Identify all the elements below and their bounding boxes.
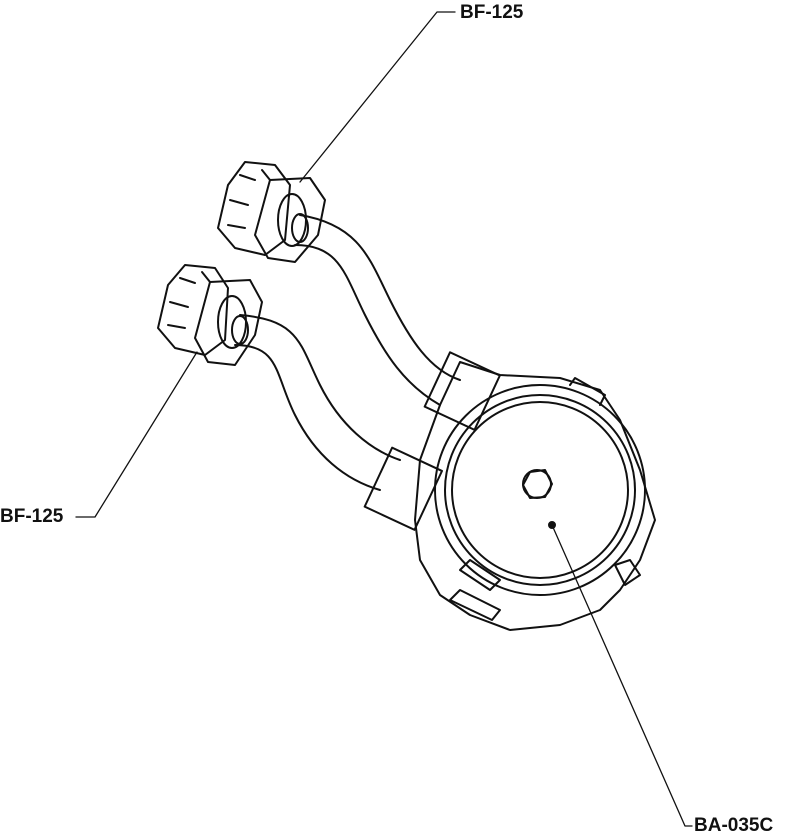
leader-line-top: [299, 11, 456, 183]
label-left-connector: BF-125: [0, 506, 64, 527]
lower-hose: [234, 314, 401, 491]
upper-hose: [294, 214, 461, 406]
leader-line-pump: [551, 524, 693, 827]
lower-connector: [157, 264, 263, 366]
pump-body: [363, 351, 656, 631]
leader-line-left: [75, 351, 198, 518]
label-top-connector: BF-125: [460, 2, 524, 23]
upper-connector: [217, 161, 326, 263]
label-pump: BA-035C: [694, 815, 774, 836]
